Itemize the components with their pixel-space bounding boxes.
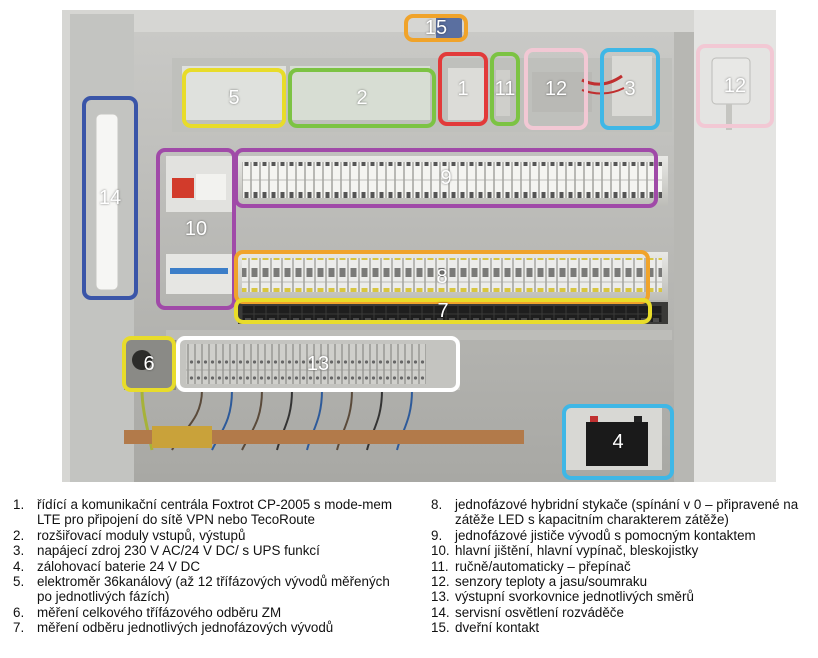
legend-item: 2. rozšiřovací moduly vstupů, výstupů bbox=[13, 528, 405, 543]
legend-text: měření celkového třífázového odběru ZM bbox=[37, 604, 282, 620]
legend-number: 7. bbox=[13, 620, 25, 636]
marker-12a-label: 12 bbox=[544, 78, 568, 100]
marker-14-label: 14 bbox=[98, 187, 122, 209]
legend-item: 11. ručně/automaticky – přepínač bbox=[431, 559, 817, 574]
marker-7: 7 bbox=[234, 298, 652, 324]
legend-item: 12. senzory teploty a jasu/soumraku bbox=[431, 574, 817, 589]
marker-10: 10 bbox=[156, 148, 236, 310]
legend-number: 1. bbox=[13, 497, 25, 512]
marker-6-label: 6 bbox=[143, 353, 155, 375]
marker-12b: 12 bbox=[696, 44, 774, 128]
marker-11-label: 11 bbox=[494, 78, 516, 100]
legend-item: 9. jednofázové jističe vývodů s pomocným… bbox=[431, 528, 817, 543]
legend-text: jednofázové jističe vývodů s pomocným ko… bbox=[455, 527, 756, 543]
marker-10-label: 10 bbox=[184, 218, 208, 240]
marker-5-label: 5 bbox=[228, 87, 240, 109]
marker-11: 11 bbox=[490, 52, 520, 126]
legend-text: napájecí zdroj 230 V AC/24 V DC/ s UPS f… bbox=[37, 543, 320, 559]
marker-3-label: 3 bbox=[624, 78, 636, 100]
legend-number: 3. bbox=[13, 543, 25, 559]
legend-item: 8. jednofázové hybridní stykače (spínání… bbox=[431, 497, 817, 528]
marker-13: 13 bbox=[176, 336, 460, 392]
legend-text: jednofázové hybridní stykače (spínání v … bbox=[455, 497, 799, 528]
legend-right-column: 8. jednofázové hybridní stykače (spínání… bbox=[431, 497, 817, 636]
marker-2-label: 2 bbox=[356, 87, 368, 109]
legend-number: 10. bbox=[431, 543, 450, 559]
marker-15: 15 bbox=[404, 14, 468, 42]
marker-14: 14 bbox=[82, 96, 138, 300]
marker-12b-label: 12 bbox=[723, 75, 747, 97]
legend-text: měření odběru jednotlivých jednofázových… bbox=[37, 620, 334, 636]
legend-text: senzory teploty a jasu/soumraku bbox=[455, 574, 648, 590]
legend-item: 3. napájecí zdroj 230 V AC/24 V DC/ s UP… bbox=[13, 543, 405, 558]
legend-item: 5. elektroměr 36kanálový (až 12 třífázov… bbox=[13, 574, 405, 605]
legend-number: 14. bbox=[431, 604, 450, 620]
legend-item: 14. servisní osvětlení rozváděče bbox=[431, 605, 817, 620]
legend-number: 9. bbox=[431, 527, 443, 543]
legend-item: 15. dveřní kontakt bbox=[431, 620, 817, 635]
legend-text: zálohovací baterie 24 V DC bbox=[37, 558, 201, 574]
marker-6: 6 bbox=[122, 336, 176, 392]
legend-number: 13. bbox=[431, 589, 450, 605]
marker-13-label: 13 bbox=[306, 353, 330, 375]
legend-item: 1. řídící a komunikační centrála Foxtrot… bbox=[13, 497, 405, 528]
legend-text: servisní osvětlení rozváděče bbox=[455, 604, 624, 620]
legend-text: řídící a komunikační centrála Foxtrot CP… bbox=[37, 497, 392, 528]
marker-3: 3 bbox=[600, 48, 660, 130]
marker-2: 2 bbox=[288, 68, 436, 128]
legend-item: 7. měření odběru jednotlivých jednofázov… bbox=[13, 620, 405, 635]
legend-item: 13. výstupní svorkovnice jednotlivých sm… bbox=[431, 589, 817, 604]
legend-item: 4. zálohovací baterie 24 V DC bbox=[13, 559, 405, 574]
marker-12a: 12 bbox=[524, 48, 588, 130]
marker-4-label: 4 bbox=[612, 431, 624, 453]
marker-9-label: 9 bbox=[440, 167, 452, 189]
legend-number: 11. bbox=[431, 558, 449, 574]
legend-text: elektroměr 36kanálový (až 12 třífázových… bbox=[37, 574, 390, 605]
legend-number: 6. bbox=[13, 604, 25, 620]
marker-8: 8 bbox=[234, 250, 650, 304]
legend-text: hlavní jištění, hlavní vypínač, bleskoji… bbox=[455, 543, 699, 559]
marker-1: 1 bbox=[438, 52, 488, 126]
legend: 1. řídící a komunikační centrála Foxtrot… bbox=[0, 497, 818, 655]
legend-number: 4. bbox=[13, 558, 25, 574]
legend-text: rozšiřovací moduly vstupů, výstupů bbox=[37, 527, 246, 543]
legend-left-column: 1. řídící a komunikační centrála Foxtrot… bbox=[13, 497, 405, 636]
switchboard-photo: 15 5 2 1 11 12 3 12 14 9 10 8 7 6 13 4 bbox=[62, 10, 776, 482]
marker-8-label: 8 bbox=[436, 266, 448, 288]
legend-text: výstupní svorkovnice jednotlivých směrů bbox=[455, 589, 694, 605]
legend-item: 6. měření celkového třífázového odběru Z… bbox=[13, 605, 405, 620]
marker-9: 9 bbox=[234, 148, 658, 208]
legend-text: dveřní kontakt bbox=[455, 620, 540, 636]
marker-1-label: 1 bbox=[457, 78, 469, 100]
legend-item: 10. hlavní jištění, hlavní vypínač, bles… bbox=[431, 543, 817, 558]
legend-number: 5. bbox=[13, 574, 25, 590]
marker-5: 5 bbox=[182, 68, 286, 128]
marker-7-label: 7 bbox=[437, 300, 449, 322]
legend-number: 8. bbox=[431, 497, 443, 512]
legend-number: 15. bbox=[431, 620, 450, 636]
legend-text: ručně/automaticky – přepínač bbox=[455, 558, 631, 574]
marker-15-label: 15 bbox=[424, 17, 448, 39]
marker-4: 4 bbox=[562, 404, 674, 480]
legend-number: 12. bbox=[431, 574, 450, 590]
legend-number: 2. bbox=[13, 527, 25, 543]
